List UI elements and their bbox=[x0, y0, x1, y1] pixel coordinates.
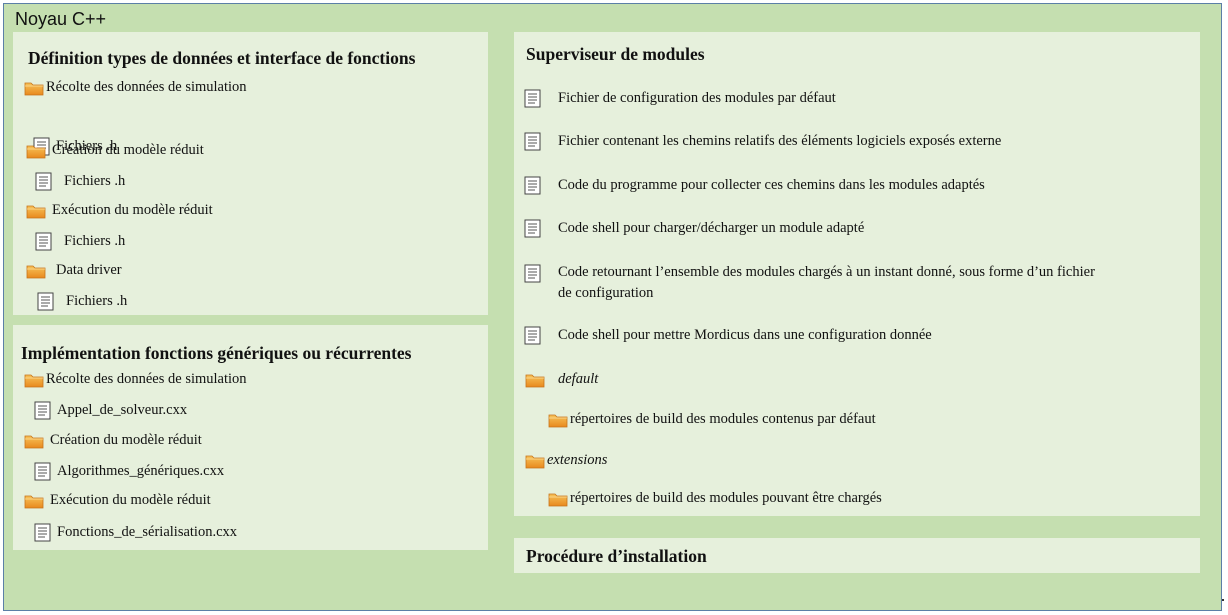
panel-module-supervisor: Superviseur de modules Fichier de config… bbox=[514, 32, 1200, 516]
panel-data-types: Définition types de données et interface… bbox=[13, 32, 488, 315]
document-icon bbox=[37, 292, 54, 311]
tree-item-label: répertoires de build des modules contenu… bbox=[570, 411, 876, 427]
folder-icon bbox=[548, 491, 568, 507]
tree-item-label: Fichier contenant les chemins relatifs d… bbox=[558, 133, 1002, 149]
tree-item-label: Fonctions_de_sérialisation.cxx bbox=[57, 524, 238, 540]
tree-item-label: Création du modèle réduit bbox=[50, 432, 202, 448]
tree-item-folder[interactable]: Exécution du modèle réduit bbox=[26, 202, 213, 219]
tree-item-label: Appel_de_solveur.cxx bbox=[57, 402, 188, 418]
container-title: Noyau C++ bbox=[15, 9, 107, 29]
tree-item-file[interactable]: Code du programme pour collecter ces che… bbox=[524, 176, 985, 195]
tree-item-label: Code retournant l’ensemble des modules c… bbox=[558, 264, 1095, 280]
corner-mark bbox=[1222, 599, 1224, 601]
folder-icon bbox=[26, 203, 46, 219]
tree-item-file[interactable]: Fichier contenant les chemins relatifs d… bbox=[524, 132, 1001, 151]
tree-item-label: Code du programme pour collecter ces che… bbox=[558, 177, 985, 193]
tree-item-label: Code shell pour mettre Mordicus dans une… bbox=[558, 327, 932, 343]
tree-item-file[interactable]: Code retournant l’ensemble des modules c… bbox=[524, 262, 1095, 304]
tree-item-label: répertoires de build des modules pouvant… bbox=[570, 490, 882, 506]
tree-item-folder[interactable]: Création du modèle réduit bbox=[24, 432, 202, 449]
panel-title: Implémentation fonctions génériques ou r… bbox=[21, 343, 412, 363]
panel-generic-functions: Implémentation fonctions génériques ou r… bbox=[13, 325, 488, 550]
tree-item-label: Data driver bbox=[56, 262, 122, 278]
document-icon bbox=[34, 462, 51, 481]
folder-icon bbox=[24, 493, 44, 509]
tree-item-file[interactable]: Algorithmes_génériques.cxx bbox=[34, 462, 224, 481]
folder-icon bbox=[548, 412, 568, 428]
document-icon bbox=[35, 172, 52, 191]
panel-title: Définition types de données et interface… bbox=[28, 48, 416, 68]
document-icon bbox=[524, 219, 541, 238]
tree-item-file[interactable]: Code shell pour mettre Mordicus dans une… bbox=[524, 326, 932, 345]
tree-item-label: Fichier de configuration des modules par… bbox=[558, 90, 836, 106]
tree-item-folder[interactable]: Data driver bbox=[26, 262, 122, 279]
panel-installation: Procédure d’installation bbox=[514, 538, 1200, 573]
tree-item-label: Fichiers .h bbox=[64, 233, 126, 249]
tree-item-file[interactable]: Appel_de_solveur.cxx bbox=[34, 401, 187, 420]
tree-item-folder[interactable]: répertoires de build des modules pouvant… bbox=[548, 490, 882, 507]
tree-item-label: Fichiers .h bbox=[56, 138, 118, 154]
folder-icon bbox=[525, 372, 545, 388]
tree-item-label: Code shell pour charger/décharger un mod… bbox=[558, 220, 865, 236]
panel-title: Procédure d’installation bbox=[526, 546, 707, 566]
tree-item-folder[interactable]: Récolte des données de simulation bbox=[24, 371, 247, 388]
document-icon bbox=[524, 132, 541, 151]
tree-item-file[interactable]: Fichier de configuration des modules par… bbox=[524, 89, 836, 108]
panel-title: Superviseur de modules bbox=[526, 44, 705, 64]
tree-item-folder[interactable]: extensions bbox=[525, 452, 607, 469]
folder-icon bbox=[26, 263, 46, 279]
folder-icon bbox=[26, 143, 46, 159]
tree-item-folder[interactable]: Récolte des données de simulation bbox=[24, 79, 247, 96]
tree-item-label: Récolte des données de simulation bbox=[46, 371, 247, 387]
folder-icon bbox=[24, 80, 44, 96]
tree-item-label: Création du modèle réduit bbox=[52, 142, 204, 158]
tree-item-folder[interactable]: Exécution du modèle réduit bbox=[24, 492, 211, 509]
tree-item-label: Récolte des données de simulation bbox=[46, 79, 247, 95]
tree-item-label-continued: de configuration bbox=[558, 285, 654, 301]
tree-item-label: Algorithmes_génériques.cxx bbox=[57, 463, 225, 479]
tree-item-label: Fichiers .h bbox=[66, 293, 128, 309]
tree-item-label: Fichiers .h bbox=[64, 173, 126, 189]
document-icon bbox=[524, 89, 541, 108]
tree-item-folder[interactable]: répertoires de build des modules contenu… bbox=[548, 411, 876, 428]
document-icon bbox=[34, 401, 51, 420]
tree-item-folder[interactable]: Création du modèle réduit bbox=[26, 142, 204, 159]
tree-item-label: Exécution du modèle réduit bbox=[52, 202, 213, 218]
tree-item-file[interactable]: Code shell pour charger/décharger un mod… bbox=[524, 219, 864, 238]
tree-item-label: Exécution du modèle réduit bbox=[50, 492, 211, 508]
tree-item-file[interactable]: Fichiers .h bbox=[35, 172, 125, 191]
folder-icon bbox=[24, 372, 44, 388]
document-icon bbox=[35, 232, 52, 251]
document-icon bbox=[524, 176, 541, 195]
document-icon bbox=[34, 523, 51, 542]
tree-item-folder[interactable]: default bbox=[525, 371, 598, 388]
document-icon bbox=[524, 264, 541, 283]
tree-item-file[interactable]: Fonctions_de_sérialisation.cxx bbox=[34, 523, 237, 542]
folder-icon bbox=[525, 453, 545, 469]
tree-item-file[interactable]: Fichiers .h bbox=[37, 292, 127, 311]
tree-item-file[interactable]: Fichiers .h bbox=[33, 137, 117, 156]
tree-item-label: extensions bbox=[547, 452, 608, 468]
folder-icon bbox=[24, 433, 44, 449]
tree-item-label: default bbox=[558, 371, 599, 387]
tree-item-file[interactable]: Fichiers .h bbox=[35, 232, 125, 251]
document-icon bbox=[524, 326, 541, 345]
